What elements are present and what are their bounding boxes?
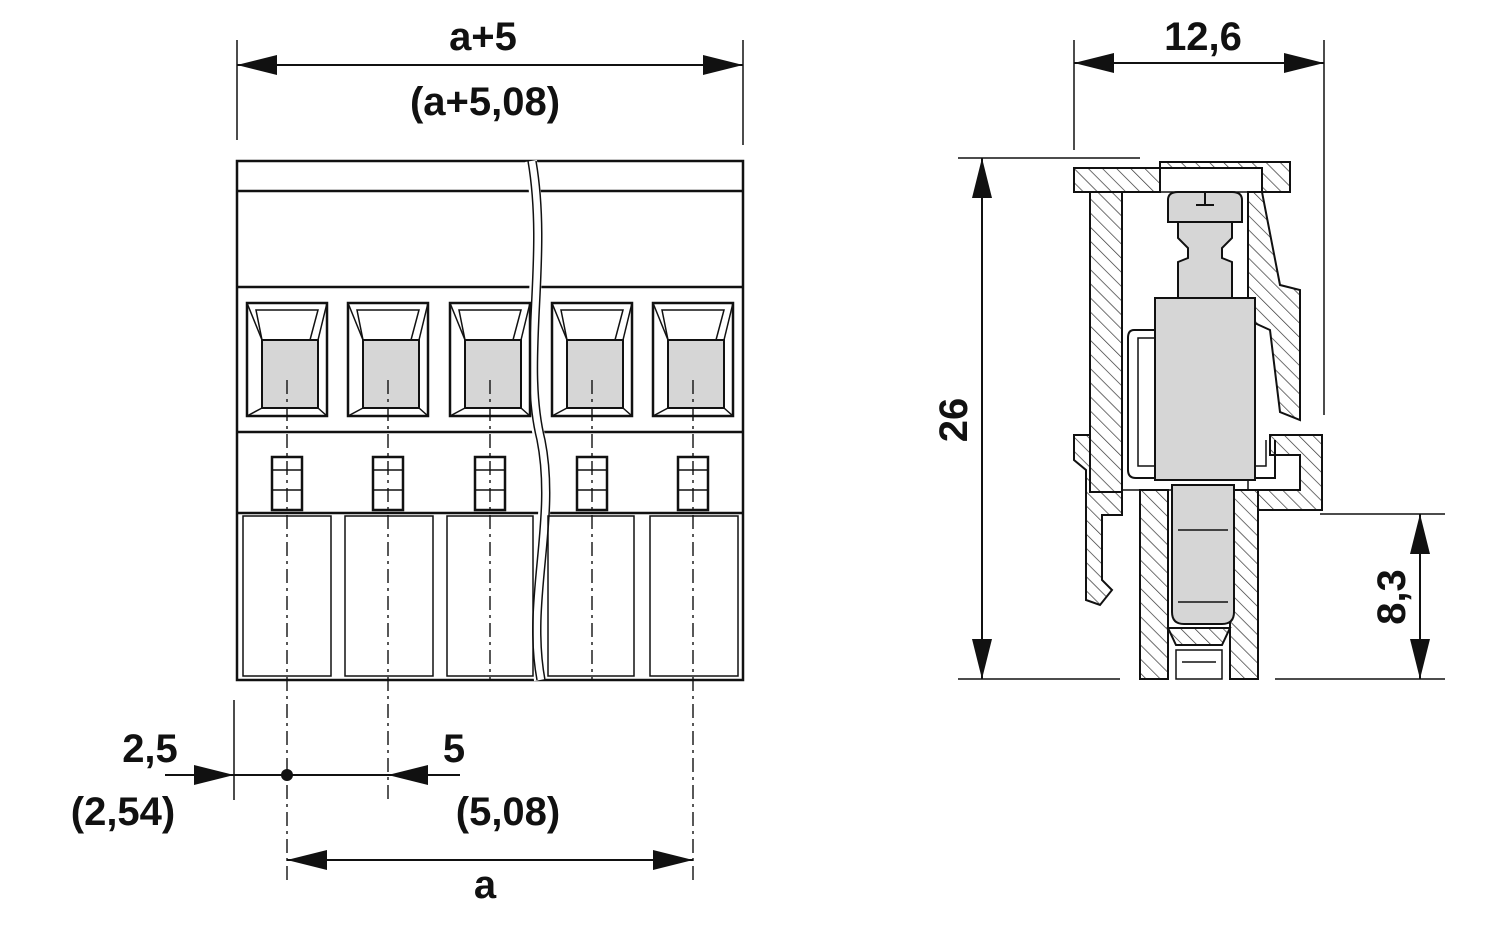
dimension-depth: 12,6 (1073, 15, 1325, 415)
span-label: a (474, 863, 497, 907)
dimension-height: 26 (932, 157, 1140, 680)
height-label: 26 (932, 398, 976, 443)
terminal-2 (346, 301, 430, 512)
housing-cross-section (1073, 161, 1323, 680)
dimension-offset: 2,5 (2,54) (71, 700, 460, 834)
screw-and-contact (1154, 191, 1256, 680)
front-view: a+5 (a+5,08) (71, 15, 745, 907)
terminal-openings (245, 301, 735, 512)
depth-label: 12,6 (1164, 15, 1242, 59)
dimension-pitch: 5 (5,08) (443, 727, 560, 834)
terminal-1 (245, 301, 329, 512)
overall-width-alt-label: (a+5,08) (410, 80, 560, 124)
terminal-4 (550, 301, 634, 512)
dimension-overall-width: a+5 (a+5,08) (236, 15, 744, 145)
offset-label: 2,5 (122, 727, 178, 771)
pin-height-label: 8,3 (1370, 569, 1414, 625)
pitch-alt-label: (5,08) (456, 790, 561, 834)
overall-width-label: a+5 (449, 15, 517, 59)
terminal-3 (448, 301, 532, 512)
dimension-span: a (287, 850, 693, 907)
side-view: 12,6 26 8,3 (932, 15, 1445, 680)
terminal-5 (651, 301, 735, 512)
pitch-label: 5 (443, 727, 465, 771)
break-line (525, 159, 551, 682)
offset-alt-label: (2,54) (71, 790, 176, 834)
terminal-center-lines (286, 380, 694, 885)
dimension-pin-height: 8,3 (1275, 513, 1445, 680)
